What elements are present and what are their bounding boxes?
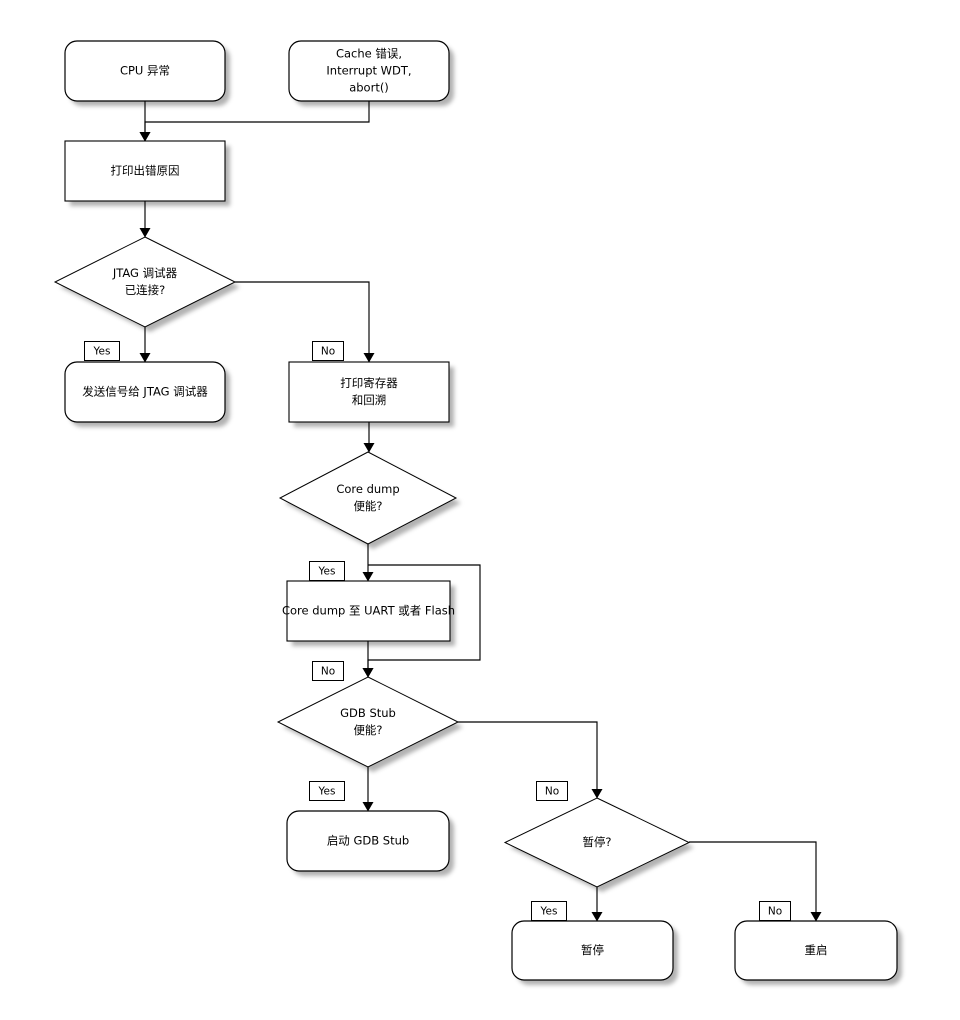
node-shape-terminator — [64, 40, 226, 102]
node-label: 暂停 — [581, 943, 604, 957]
edge-label-no: No — [536, 781, 568, 801]
flow-edge — [591, 887, 603, 922]
node-shape-terminator — [288, 40, 450, 102]
flow-node-coredump-enabled[interactable]: Core dump 便能? — [278, 451, 458, 545]
flow-edge — [362, 767, 374, 812]
edge-label-no: No — [759, 901, 791, 921]
node-label: 打印出错原因 — [111, 164, 180, 178]
flow-node-signal-jtag[interactable]: 发送信号给 JTAG 调试器 — [64, 361, 226, 423]
flow-edge — [363, 422, 375, 453]
node-shape-decision — [278, 451, 458, 545]
edge-layer — [139, 101, 822, 922]
edge-label-text: No — [545, 786, 559, 798]
node-label: 重启 — [805, 943, 828, 957]
edge-path — [689, 841, 817, 921]
arrow-head-icon — [363, 353, 375, 363]
node-label: 启动 GDB Stub — [327, 834, 409, 848]
edge-label-box — [312, 341, 344, 361]
node-label: Core dump 至 UART 或者 Flash — [282, 604, 455, 618]
node-shape-decision — [503, 797, 691, 888]
flow-edge — [362, 641, 374, 678]
flow-node-pause-decision[interactable]: 暂停? — [503, 797, 691, 888]
flow-node-cache-error[interactable]: Cache 错误, Interrupt WDT, abort() — [288, 40, 450, 102]
flow-edge — [139, 327, 151, 363]
flow-edge — [362, 544, 374, 582]
edge-path — [235, 281, 370, 362]
flow-edge — [458, 721, 603, 799]
node-label: 打印寄存器 — [340, 376, 398, 390]
node-layer: CPU 异常 Cache 错误, Interrupt WDT, abort() 打印出错… — [53, 40, 898, 981]
edge-label-box — [312, 661, 344, 681]
arrow-head-icon — [810, 912, 822, 922]
flow-node-cpu-exception[interactable]: CPU 异常 — [64, 40, 226, 102]
node-label: CPU 异常 — [120, 64, 170, 78]
edge-label-text: No — [321, 346, 335, 358]
arrow-head-icon — [362, 802, 374, 812]
arrow-head-icon — [139, 132, 151, 142]
edge-label-text: Yes — [318, 566, 336, 578]
node-shape-terminator — [734, 920, 898, 981]
edge-label-box — [309, 561, 345, 581]
edge-label-box — [536, 781, 568, 801]
node-shape-decision — [53, 236, 237, 328]
flow-node-restart-action[interactable]: 重启 — [734, 920, 898, 981]
node-label: GDB Stub — [340, 706, 396, 720]
edge-label-yes: Yes — [309, 561, 345, 581]
arrow-head-icon — [362, 668, 374, 678]
node-label: Core dump — [336, 482, 399, 496]
edge-label-no: No — [312, 661, 344, 681]
flow-edge — [235, 281, 375, 363]
edge-label-text: Yes — [93, 346, 111, 358]
edge-label-yes: Yes — [84, 341, 120, 361]
node-shape-decision — [276, 676, 460, 768]
node-shape-terminator — [64, 361, 226, 423]
node-shape-process — [64, 140, 226, 202]
node-label: 暂停? — [582, 835, 611, 849]
edge-label-text: Yes — [540, 906, 558, 918]
node-shape-terminator — [511, 920, 674, 981]
edge-label-yes: Yes — [309, 781, 345, 801]
edge-label-no: No — [312, 341, 344, 361]
node-label: Cache 错误, — [336, 47, 402, 61]
node-shape-terminator — [286, 810, 450, 872]
edge-label-box — [531, 901, 567, 921]
arrow-head-icon — [591, 912, 603, 922]
arrow-head-icon — [139, 353, 151, 363]
flow-node-gdbstub-enabled[interactable]: GDB Stub 便能? — [276, 676, 460, 768]
node-label: Interrupt WDT, — [326, 64, 411, 78]
edge-label-box — [309, 781, 345, 801]
node-label: 和回溯 — [352, 393, 387, 407]
arrow-head-icon — [139, 228, 151, 238]
flow-edge — [689, 841, 822, 922]
edge-label-yes: Yes — [531, 901, 567, 921]
node-shape-process — [286, 580, 451, 642]
edge-label-box — [759, 901, 791, 921]
flow-node-print-error-cause[interactable]: 打印出错原因 — [64, 140, 226, 202]
flow-edge — [139, 101, 370, 142]
edge-label-text: Yes — [318, 786, 336, 798]
flow-node-pause-action[interactable]: 暂停 — [511, 920, 674, 981]
arrow-head-icon — [362, 572, 374, 582]
edge-path — [458, 721, 598, 798]
flow-edge — [139, 201, 151, 238]
node-label: 已连接? — [125, 283, 166, 297]
arrow-head-icon — [363, 443, 375, 453]
node-label: abort() — [349, 81, 389, 95]
flow-node-coredump-to-uart[interactable]: Core dump 至 UART 或者 Flash — [282, 580, 455, 642]
flow-node-start-gdbstub[interactable]: 启动 GDB Stub — [286, 810, 450, 872]
node-label: 发送信号给 JTAG 调试器 — [82, 385, 208, 399]
node-label: JTAG 调试器 — [112, 266, 178, 280]
edge-label-text: No — [768, 906, 782, 918]
node-label: 便能? — [353, 723, 382, 737]
edge-label-text: No — [321, 666, 335, 678]
node-shape-process — [288, 361, 450, 423]
edge-label-box — [84, 341, 120, 361]
edge-path — [144, 101, 370, 141]
node-label: 便能? — [353, 499, 382, 513]
arrow-head-icon — [591, 789, 603, 799]
